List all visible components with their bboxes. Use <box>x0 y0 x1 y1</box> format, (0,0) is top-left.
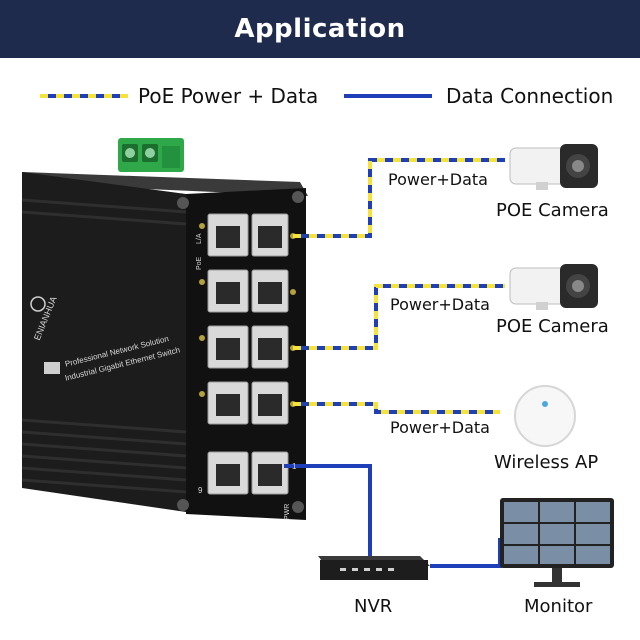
switch-port-la-label: L/A <box>196 233 203 244</box>
nvr-icon <box>318 556 430 580</box>
poe-cable-wireless-ap <box>293 402 500 414</box>
device-label-wireless-ap: Wireless AP <box>494 452 599 473</box>
switch-port-1-label: 1 <box>292 462 297 471</box>
link-label-power-data-1: Power+Data <box>388 170 488 189</box>
page-title: Application <box>234 14 406 44</box>
device-label-camera-2: POE Camera <box>496 316 609 337</box>
device-label-camera-1: POE Camera <box>496 200 609 221</box>
wireless-ap-icon <box>514 385 576 447</box>
header-banner: Application <box>0 0 640 58</box>
legend-data-label: Data Connection <box>446 84 614 108</box>
device-label-nvr: NVR <box>354 596 393 617</box>
monitor-icon <box>500 498 614 587</box>
switch-pwr-label: PWR <box>284 503 291 520</box>
industrial-switch <box>21 138 308 520</box>
link-label-power-data-2: Power+Data <box>390 295 490 314</box>
switch-port-poe-label: PoE <box>196 256 203 270</box>
switch-port-9-label: 9 <box>198 486 203 495</box>
link-label-power-data-3: Power+Data <box>390 418 490 437</box>
device-label-monitor: Monitor <box>524 596 593 617</box>
poe-cable-camera-1 <box>293 158 505 238</box>
poe-camera-2-icon <box>509 264 598 310</box>
poe-cable-camera-2 <box>293 284 505 350</box>
poe-camera-1-icon <box>509 144 598 190</box>
data-cable-nvr <box>284 464 372 556</box>
legend-poe-label: PoE Power + Data <box>138 84 319 108</box>
